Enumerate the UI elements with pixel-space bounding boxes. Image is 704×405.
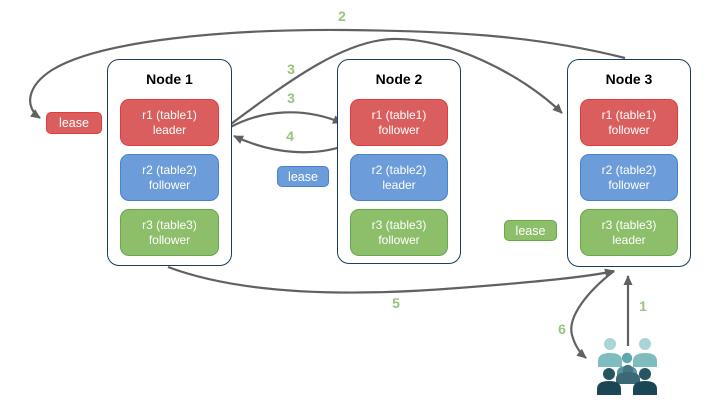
replica-role: follower [608, 122, 650, 137]
replica-node3-r2: r2 (table2) follower [580, 154, 678, 201]
step-label-2: 2 [338, 8, 346, 24]
replica-name: r3 (table3) [371, 217, 427, 232]
replica-name: r2 (table2) [601, 162, 657, 177]
node-3: Node 3 r1 (table1) follower r2 (table2) … [567, 59, 691, 267]
replica-role: follower [378, 232, 420, 247]
replica-name: r2 (table2) [142, 162, 197, 177]
replica-name: r3 (table3) [142, 217, 197, 232]
replica-node3-r3: r3 (table3) leader [580, 209, 678, 256]
replica-role: follower [608, 177, 650, 192]
replica-node1-r3: r3 (table3) follower [120, 209, 219, 256]
step-label-5: 5 [392, 295, 400, 311]
lease-badge-table3: lease [504, 220, 557, 241]
node-1-title: Node 1 [146, 71, 193, 87]
step-label-1: 1 [639, 298, 647, 314]
step-label-4: 4 [286, 128, 294, 144]
arrow-step-3-to-node2 [226, 111, 343, 130]
replica-name: r1 (table1) [371, 107, 427, 122]
replica-role: follower [378, 122, 420, 137]
replica-name: r1 (table1) [142, 107, 197, 122]
lease-badge-table2: lease [277, 166, 329, 187]
lease-badge-table1: lease [46, 112, 102, 134]
node-2-title: Node 2 [375, 71, 423, 87]
replica-node1-r1: r1 (table1) leader [120, 99, 219, 146]
replica-role: follower [148, 232, 191, 247]
replica-role: leader [382, 177, 416, 192]
arrow-step-6 [570, 270, 615, 359]
replica-name: r1 (table1) [601, 107, 657, 122]
arrow-step-2 [29, 28, 626, 119]
replica-name: r2 (table2) [371, 162, 427, 177]
replica-role: leader [612, 232, 646, 247]
arrow-step-5 [167, 265, 615, 294]
step-label-3a: 3 [287, 61, 295, 77]
replica-node2-r3: r3 (table3) follower [350, 209, 448, 256]
node-2: Node 2 r1 (table1) follower r2 (table2) … [337, 59, 461, 264]
replica-role: follower [148, 177, 191, 192]
arrow-step-3-to-node3 [226, 37, 563, 128]
replica-node1-r2: r2 (table2) follower [120, 154, 219, 201]
replica-node2-r1: r1 (table1) follower [350, 99, 448, 146]
replica-node2-r2: r2 (table2) leader [350, 154, 448, 201]
replica-name: r3 (table3) [601, 217, 657, 232]
step-label-3b: 3 [287, 90, 295, 106]
step-label-6: 6 [558, 321, 566, 337]
users-icon [597, 338, 657, 395]
node-3-title: Node 3 [605, 71, 653, 87]
replica-node3-r1: r1 (table1) follower [580, 99, 678, 146]
node-1: Node 1 r1 (table1) leader r2 (table2) fo… [107, 59, 232, 266]
replica-role: leader [152, 122, 187, 137]
